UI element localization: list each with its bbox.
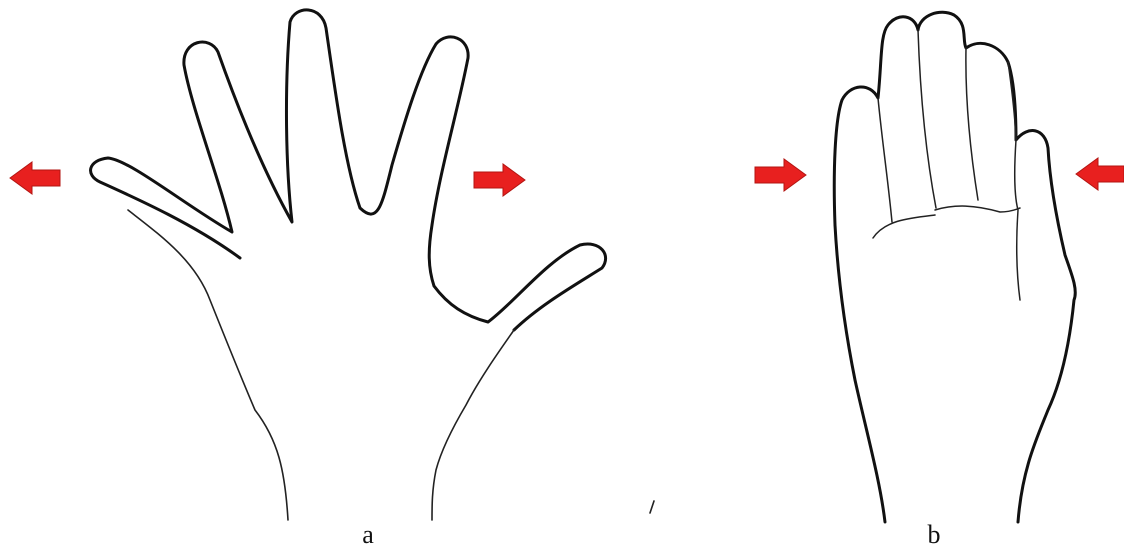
panel-label-a: a bbox=[338, 520, 398, 550]
closed-hand-thumb bbox=[1015, 140, 1020, 300]
arrow-right-inward-b bbox=[755, 159, 806, 191]
spread-hand-left-wrist bbox=[128, 210, 288, 520]
arrow-left-outward-a bbox=[10, 162, 60, 194]
spread-hand-fingers-outline bbox=[91, 10, 606, 330]
closed-hand-finger-line-1 bbox=[878, 98, 892, 222]
arrow-right-outward-a bbox=[474, 164, 525, 196]
closed-hand-outline bbox=[834, 12, 1075, 522]
closed-hand-finger-line-2 bbox=[918, 30, 936, 208]
arrow-left-inward-b bbox=[1076, 158, 1124, 190]
spread-hand-right-wrist bbox=[432, 330, 514, 520]
closed-hand-finger-line-3 bbox=[966, 48, 978, 200]
panel-label-b: b bbox=[904, 520, 964, 550]
closed-hand-palm-crease-1 bbox=[873, 215, 935, 238]
stray-mark bbox=[650, 501, 654, 513]
panel-a-spread-hand bbox=[91, 10, 654, 520]
closed-hand-palm-crease-2 bbox=[935, 206, 1020, 212]
panel-b-closed-hand bbox=[834, 12, 1075, 522]
